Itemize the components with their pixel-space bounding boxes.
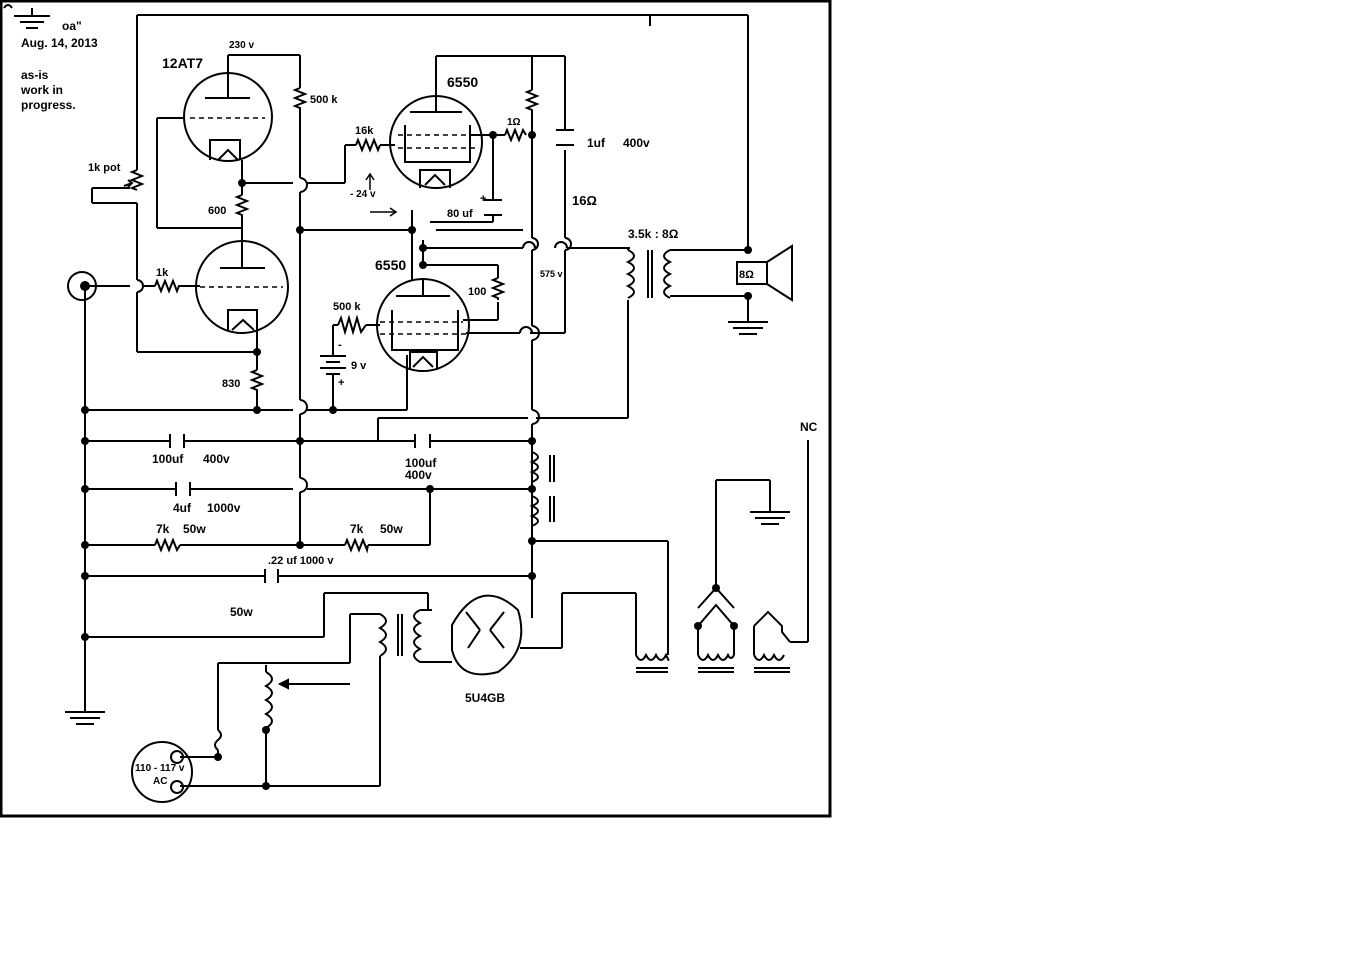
input-jack-icon[interactable]	[67, 271, 97, 301]
filament-winding-3	[753, 610, 791, 673]
sheet-border	[0, 0, 832, 818]
label-500k-bias: 500 k	[333, 301, 361, 313]
label-16ohm: 16Ω	[572, 193, 597, 208]
label-50w: 50w	[230, 605, 253, 619]
resistor-7k-a	[154, 537, 181, 553]
tube-12at7-upper	[183, 72, 273, 162]
resistor-plate-top	[524, 89, 540, 115]
variac	[264, 665, 289, 729]
label-plus-80uf: +	[480, 193, 486, 205]
power-transformer	[378, 609, 423, 663]
cap-80uf	[484, 199, 502, 216]
label-7k-a: 7k	[156, 522, 170, 536]
filter-chokes	[529, 451, 555, 527]
tube-6550-lower	[376, 278, 470, 372]
label-1uf-400v: 400v	[623, 136, 650, 150]
speaker-icon	[736, 244, 793, 302]
label-speaker-8ohm: 8Ω	[739, 269, 754, 281]
label-1k-input: 1k	[156, 267, 169, 279]
label-4uf: 4uf	[173, 501, 192, 515]
tube-5u4gb	[451, 594, 523, 676]
label-7k-b: 7k	[350, 522, 364, 536]
resistors	[123, 87, 540, 554]
label-battery-plus: +	[338, 377, 344, 389]
label-4uf-v: 1000v	[207, 501, 241, 515]
label-100uf-a: 100uf	[152, 452, 184, 466]
label-100uf-b: 100uf	[405, 456, 437, 470]
status-note-2: work in	[20, 83, 63, 97]
title-fragment: oa"	[62, 19, 82, 33]
label-1uf: 1uf	[587, 136, 606, 150]
label-500k-top: 500 k	[310, 94, 338, 106]
label-ac-voltage: 110 - 117 v	[135, 763, 185, 774]
cap-100uf-b	[414, 434, 431, 448]
resistor-500k-top	[292, 87, 308, 110]
resistor-600	[234, 194, 250, 220]
resistor-16k	[355, 137, 381, 153]
capacitors	[169, 129, 574, 583]
label-1k-pot: 1k pot	[88, 162, 121, 174]
ac-plug-icon[interactable]	[131, 741, 193, 803]
label-16k: 16k	[355, 125, 374, 137]
battery-9v	[320, 352, 346, 378]
label-80uf: 80 uf	[447, 208, 473, 220]
status-note-1: as-is	[21, 68, 49, 82]
label-neg24v: - 24 v	[350, 189, 376, 200]
status-note-3: progress.	[21, 98, 76, 112]
resistor-7k-b	[344, 537, 369, 554]
cap-1uf	[556, 129, 574, 146]
label-transformer-ratio: 3.5k : 8Ω	[628, 227, 679, 241]
resistor-500k-bias	[337, 314, 367, 336]
tube-label-6550-bottom: 6550	[375, 257, 406, 273]
resistor-1k-input	[154, 278, 180, 294]
tube-label-12at7: 12AT7	[162, 55, 203, 71]
date-note: Aug. 14, 2013	[21, 36, 98, 50]
filament-winding-2	[697, 586, 735, 673]
label-nc: NC	[800, 420, 818, 434]
label-100uf-b-v: 400v	[405, 468, 432, 482]
label-575v: 575 v	[540, 269, 563, 279]
tube-6550-upper	[389, 95, 483, 189]
ground-icon-speaker	[728, 318, 768, 335]
label-7k-b-w: 50w	[380, 522, 403, 536]
output-transformer	[625, 249, 673, 299]
label-830: 830	[222, 378, 240, 390]
tube-label-6550-top: 6550	[447, 74, 478, 90]
tube-label-5u4gb: 5U4GB	[465, 691, 505, 705]
label-ac: AC	[153, 776, 167, 787]
fuse-icon	[214, 729, 222, 751]
tube-12at7-lower	[195, 240, 289, 334]
bias-arrows	[365, 172, 398, 217]
resistor-1k-screen	[504, 127, 527, 143]
resistor-830	[249, 369, 265, 392]
pot-1k	[129, 169, 145, 191]
ground-icon-main	[65, 711, 105, 725]
cap-022uf	[264, 569, 279, 583]
label-1k-screen: 1Ω	[507, 117, 521, 128]
circuit-wiring	[84, 14, 809, 787]
label-230v: 230 v	[229, 40, 254, 51]
label-100uf-a-v: 400v	[203, 452, 230, 466]
filament-windings	[635, 586, 791, 673]
resistor-100	[490, 277, 506, 300]
cap-4uf	[175, 482, 191, 496]
ground-symbols	[65, 318, 790, 725]
filament-winding-1	[635, 652, 670, 673]
component-labels: 12AT7 6550 6550 5U4GB 230 v 500 k 1k pot…	[88, 40, 818, 787]
label-9v: 9 v	[351, 360, 367, 372]
label-022uf: .22 uf 1000 v	[268, 555, 334, 567]
ground-icon-filament	[750, 511, 790, 525]
label-battery-minus: -	[338, 339, 342, 351]
label-600: 600	[208, 205, 226, 217]
corner-ground-icon	[3, 4, 50, 29]
label-100: 100	[468, 286, 486, 298]
cap-100uf-a	[169, 434, 185, 448]
label-7k-a-w: 50w	[183, 522, 206, 536]
